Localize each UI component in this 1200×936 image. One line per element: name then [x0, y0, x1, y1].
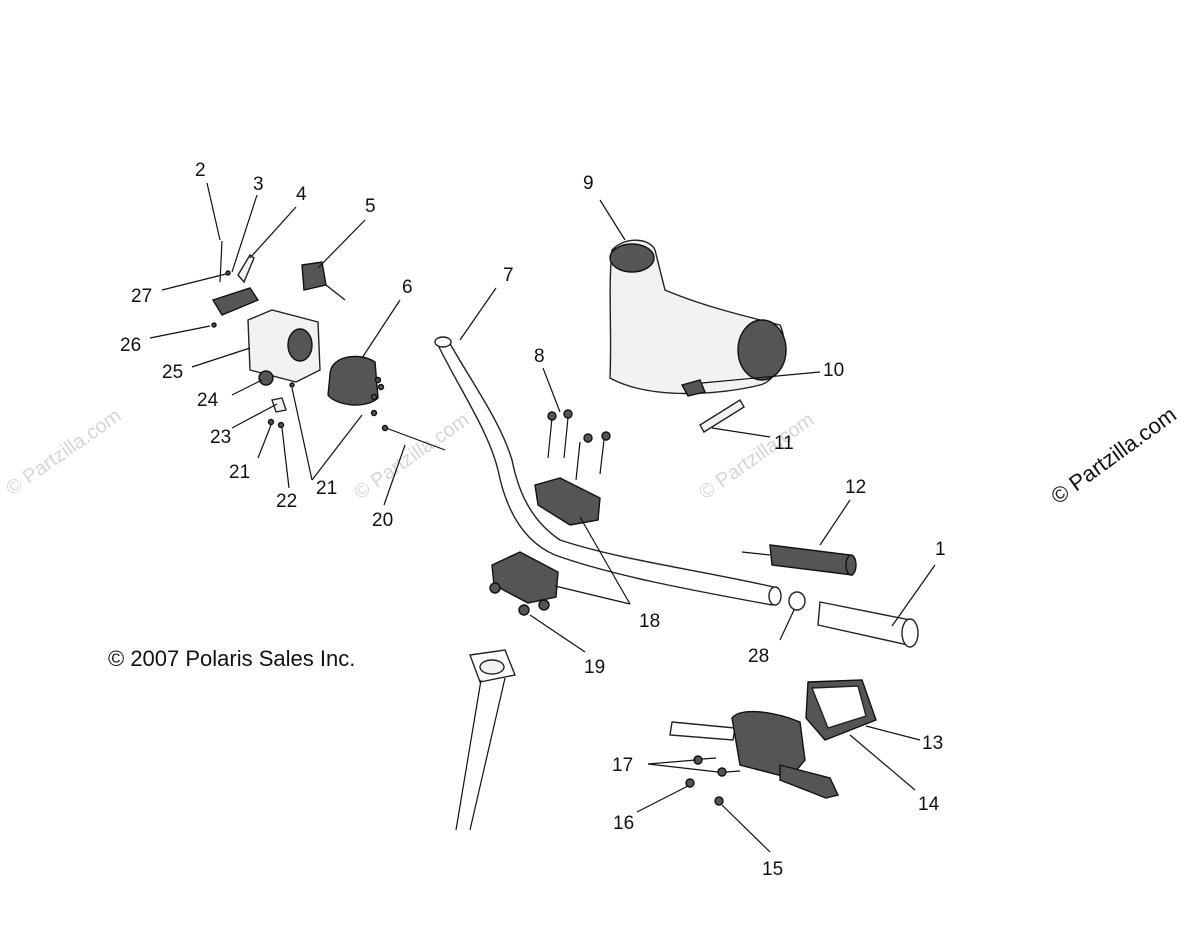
- callout-25: 25: [162, 362, 183, 383]
- callout-1: 1: [935, 539, 946, 560]
- callout-17: 17: [612, 755, 633, 776]
- throttle-housing: [247, 309, 321, 383]
- callout-27: 27: [131, 286, 152, 307]
- grip-right: [817, 601, 919, 648]
- callout-9: 9: [583, 173, 594, 194]
- switch-housing: [805, 679, 877, 741]
- callout-5: 5: [365, 196, 376, 217]
- callout-16: 16: [613, 813, 634, 834]
- copyright-notice: © 2007 Polaris Sales Inc.: [108, 646, 355, 671]
- throttle-cable: [381, 424, 446, 451]
- watermark-center-left: © Partzilla.com: [350, 409, 473, 504]
- handlebar-clamp-upper: [534, 477, 601, 526]
- nuts: [489, 582, 550, 616]
- partzilla-watermark: © Partzilla.com: [1046, 402, 1181, 509]
- throttle-cover: [327, 355, 379, 406]
- callout-23: 23: [210, 427, 231, 448]
- steering-post: [455, 649, 516, 831]
- clamp-bolts: [547, 409, 611, 481]
- switch-5: [301, 261, 346, 301]
- bar-end-plug: [788, 591, 806, 611]
- callout-22: 22: [276, 491, 297, 512]
- handlebar: [434, 336, 782, 606]
- brake-master-cylinder: [669, 710, 839, 799]
- throttle-lever: [211, 240, 260, 316]
- leader-lines: [149, 182, 936, 853]
- callout-6: 6: [402, 277, 413, 298]
- callout-19: 19: [584, 657, 605, 678]
- callout-24: 24: [197, 390, 219, 411]
- callout-2: 2: [195, 160, 206, 181]
- callout-7: 7: [503, 265, 514, 286]
- callout-4: 4: [296, 184, 307, 205]
- callout-13: 13: [922, 733, 943, 754]
- callout-21-left: 21: [229, 462, 250, 483]
- callout-26: 26: [120, 335, 141, 356]
- callout-12: 12: [845, 477, 866, 498]
- callout-10: 10: [823, 360, 844, 381]
- callout-15: 15: [762, 859, 783, 880]
- watermark-left: © Partzilla.com: [2, 405, 125, 500]
- cable-strap: [699, 399, 745, 433]
- master-cylinder-screws: [685, 755, 741, 806]
- handlebar-clamp-lower: [491, 551, 559, 604]
- callouts: 1 2 3 4 5 6 7 8 9 10 11 12 13 14 15 16 1…: [120, 160, 946, 880]
- callout-11: 11: [774, 433, 794, 454]
- callout-18: 18: [639, 611, 660, 632]
- callout-14: 14: [918, 794, 940, 815]
- callout-8: 8: [534, 346, 545, 367]
- handguard-clip: [680, 379, 706, 397]
- callout-21-right: 21: [316, 478, 337, 499]
- small-hardware: [211, 270, 385, 429]
- callout-20: 20: [372, 510, 393, 531]
- handguard: [609, 239, 787, 395]
- callout-3: 3: [253, 174, 264, 195]
- watermarks: © Partzilla.com © Partzilla.com © Partzi…: [2, 405, 818, 504]
- grip-left: [741, 544, 857, 576]
- callout-28: 28: [748, 646, 769, 667]
